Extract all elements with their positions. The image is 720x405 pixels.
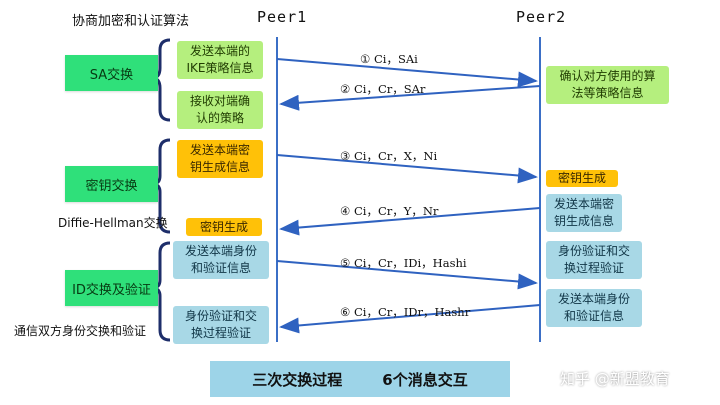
footer-messages: 6个消息交互 — [382, 370, 468, 389]
peer1-box-send-identity: 发送本端身份 和验证信息 — [173, 241, 269, 279]
message-arrow-3 — [276, 154, 538, 184]
peer2-box-send-identity: 发送本端身份 和验证信息 — [546, 289, 642, 327]
phase-sa-exchange: SA交换 — [65, 55, 158, 91]
peer1-box-verify-identity: 身份验证和交 换过程验证 — [173, 306, 269, 344]
message-arrow-2 — [279, 85, 541, 111]
peer1-box-receive-policy: 接收对端确 认的策略 — [177, 91, 263, 129]
phase-id-note: 通信双方身份交换和验证 — [14, 324, 147, 338]
diagram-title: 协商加密和认证算法 — [72, 14, 190, 29]
peer2-box-send-key-info: 发送本端密 钥生成信息 — [546, 194, 622, 232]
peer1-box-key-generate: 密钥生成 — [186, 218, 262, 236]
peer1-box-send-key-info: 发送本端密 钥生成信息 — [177, 140, 263, 178]
message-arrow-4 — [279, 207, 541, 236]
footer-summary: 三次交换过程 6个消息交互 — [210, 361, 510, 397]
message-arrow-6 — [279, 304, 541, 334]
message-label-5: ⑤ Ci，Cr，IDi，Hashi — [340, 256, 467, 270]
peer2-box-key-generate: 密钥生成 — [546, 170, 618, 187]
message-arrow-5 — [276, 260, 538, 290]
watermark: 知乎 @新盟教育 — [560, 370, 670, 388]
message-label-2: ② Ci，Cr，SAr — [340, 82, 426, 96]
peer1-label: Peer1 — [257, 8, 308, 26]
phase-key-note: Diffie-Hellman交换 — [58, 216, 168, 230]
message-label-3: ③ Ci，Cr，X，Ni — [340, 149, 438, 163]
peer1-box-send-ike-policy: 发送本端的 IKE策略信息 — [177, 41, 263, 79]
message-label-1: ① Ci，SAi — [360, 52, 418, 66]
message-arrow-1 — [276, 58, 538, 88]
phase-key-exchange: 密钥交换 — [65, 166, 158, 202]
footer-exchanges: 三次交换过程 — [252, 370, 343, 389]
phase-id-exchange: ID交换及验证 — [65, 270, 158, 306]
peer2-box-confirm-policy: 确认对方使用的算 法等策略信息 — [546, 66, 669, 104]
message-label-4: ④ Ci，Cr，Y，Nr — [340, 204, 439, 218]
peer2-box-verify-identity: 身份验证和交 换过程验证 — [546, 241, 642, 279]
peer2-label: Peer2 — [516, 8, 567, 26]
message-label-6: ⑥ Ci，Cr，IDr，Hashr — [340, 305, 471, 319]
